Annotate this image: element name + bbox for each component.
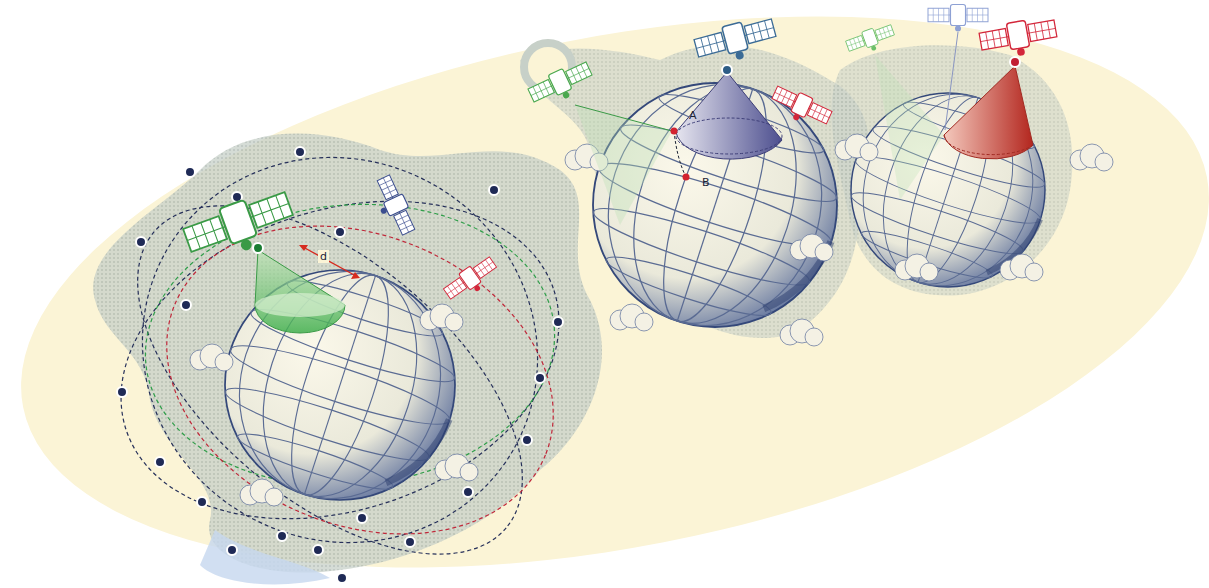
point-label: d bbox=[318, 250, 329, 263]
point-label: B bbox=[700, 176, 712, 189]
point-label: A bbox=[687, 109, 699, 122]
